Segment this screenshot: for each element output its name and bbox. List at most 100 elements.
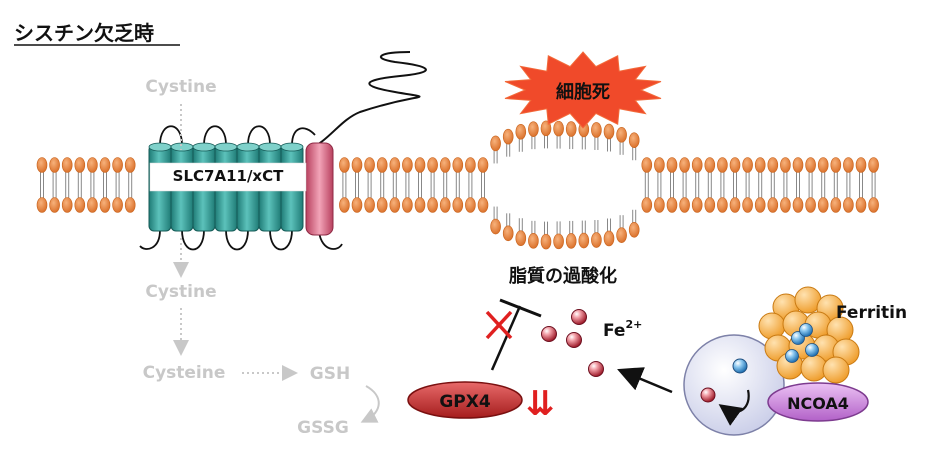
lipid-molecule <box>666 157 678 185</box>
lipid-molecule <box>704 185 716 213</box>
lipid-molecule <box>339 185 350 213</box>
lipid-molecule <box>767 157 779 185</box>
stored-iron-particle <box>805 343 819 357</box>
lipid-peroxidation-label: 脂質の過酸化 <box>509 265 617 287</box>
lipid-molecule <box>817 185 829 213</box>
cysteine-label: Cysteine <box>143 363 226 383</box>
lipid-molecule <box>465 157 476 185</box>
cell-death-burst <box>504 51 662 129</box>
lipid-molecule <box>591 220 602 248</box>
lipid-bilayer <box>36 120 879 250</box>
gpx4-inhibition-line <box>490 305 522 371</box>
lipid-molecule <box>565 220 577 249</box>
lipid-molecule <box>754 157 766 185</box>
inhibition-cross-icon <box>485 310 513 340</box>
lipid-molecule <box>868 185 879 213</box>
lipid-molecule <box>855 157 867 185</box>
lipid-molecule <box>868 157 879 185</box>
vesicle-ferritin-particle <box>732 358 748 374</box>
lipid-molecule <box>540 120 552 149</box>
lipid-molecule <box>792 157 804 185</box>
lipid-molecule <box>61 185 73 213</box>
lipid-molecule <box>376 185 388 213</box>
lipid-molecule <box>439 157 451 185</box>
gpx4-decrease-icon: ⇊ <box>526 384 555 424</box>
lipid-molecule <box>528 121 539 150</box>
lipid-molecule <box>427 185 438 213</box>
lipid-molecule <box>124 157 136 185</box>
lipid-molecule <box>641 157 653 185</box>
lipid-molecule <box>616 215 627 243</box>
lipid-molecule <box>402 185 413 213</box>
lipid-molecule <box>805 185 816 213</box>
lipid-molecule <box>805 157 816 185</box>
lipid-molecule <box>74 185 86 213</box>
lipid-molecule <box>477 185 489 213</box>
gsh-to-gssg-arrow <box>360 385 380 423</box>
vesicle-turnover-arrow <box>718 389 750 426</box>
lipid-molecule <box>351 157 363 185</box>
lipid-molecule <box>99 157 111 185</box>
ncoa4-ellipse <box>767 382 869 422</box>
lipid-molecule <box>578 220 590 249</box>
lipid-molecule <box>402 157 413 185</box>
lipid-molecule <box>49 185 60 213</box>
inhibition-bar <box>499 298 542 318</box>
lipid-molecule <box>780 185 791 213</box>
lipid-molecule <box>389 157 401 185</box>
lipid-molecule <box>61 157 73 185</box>
lipid-molecule <box>729 157 741 185</box>
lipid-molecule <box>414 157 426 185</box>
lipid-molecule <box>843 185 854 213</box>
vesicle-iron-particle <box>700 387 716 403</box>
lipid-molecule <box>490 135 501 164</box>
lipid-molecule <box>565 121 577 150</box>
transporter-label: SLC7A11/xCT <box>173 167 284 185</box>
lipid-molecule <box>628 132 640 161</box>
lipid-molecule <box>691 185 703 213</box>
cell-death-label: 細胞死 <box>556 81 610 103</box>
lipid-molecule <box>691 157 703 185</box>
cystine-inside-label: Cystine <box>145 282 216 302</box>
lipid-molecule <box>515 123 527 152</box>
gpx4-ellipse <box>407 381 523 419</box>
lipid-molecule <box>339 157 350 185</box>
stored-iron-particle <box>799 323 813 337</box>
lipid-molecule <box>830 157 842 185</box>
slc7a11-transporter <box>148 142 334 236</box>
iron-ion <box>566 332 582 348</box>
iron-release-arrow <box>617 367 673 394</box>
gssg-label: GSSG <box>297 418 349 438</box>
lipid-molecule <box>553 120 564 149</box>
gpx4-label: GPX4 <box>439 392 491 412</box>
lipid-molecule <box>717 157 728 185</box>
lipid-molecule <box>99 185 111 213</box>
iron-label: Fe2+ <box>603 318 642 341</box>
lipid-molecule <box>767 185 779 213</box>
lipid-molecule <box>74 157 86 185</box>
iron-ion <box>571 309 587 325</box>
lipid-molecule <box>414 185 426 213</box>
lipid-molecule <box>666 185 678 213</box>
lipid-molecule <box>364 185 375 213</box>
lipid-molecule <box>792 185 804 213</box>
lipid-molecule <box>124 185 136 213</box>
lipid-molecule <box>679 185 690 213</box>
ferritin-cluster <box>758 286 860 384</box>
lipid-molecule <box>754 185 766 213</box>
autophagosome <box>683 334 785 436</box>
lipid-molecule <box>603 218 615 247</box>
lipid-molecule <box>780 157 791 185</box>
stored-iron-particle <box>785 349 799 363</box>
lipid-molecule <box>553 221 564 250</box>
lipid-molecule <box>603 123 615 152</box>
lipid-molecule <box>477 157 489 185</box>
lipid-molecule <box>729 185 741 213</box>
lipid-molecule <box>439 185 451 213</box>
transporter-loops <box>139 125 343 251</box>
iron-ion <box>541 326 557 342</box>
lipid-molecule <box>364 157 375 185</box>
lipid-molecule <box>654 185 665 213</box>
